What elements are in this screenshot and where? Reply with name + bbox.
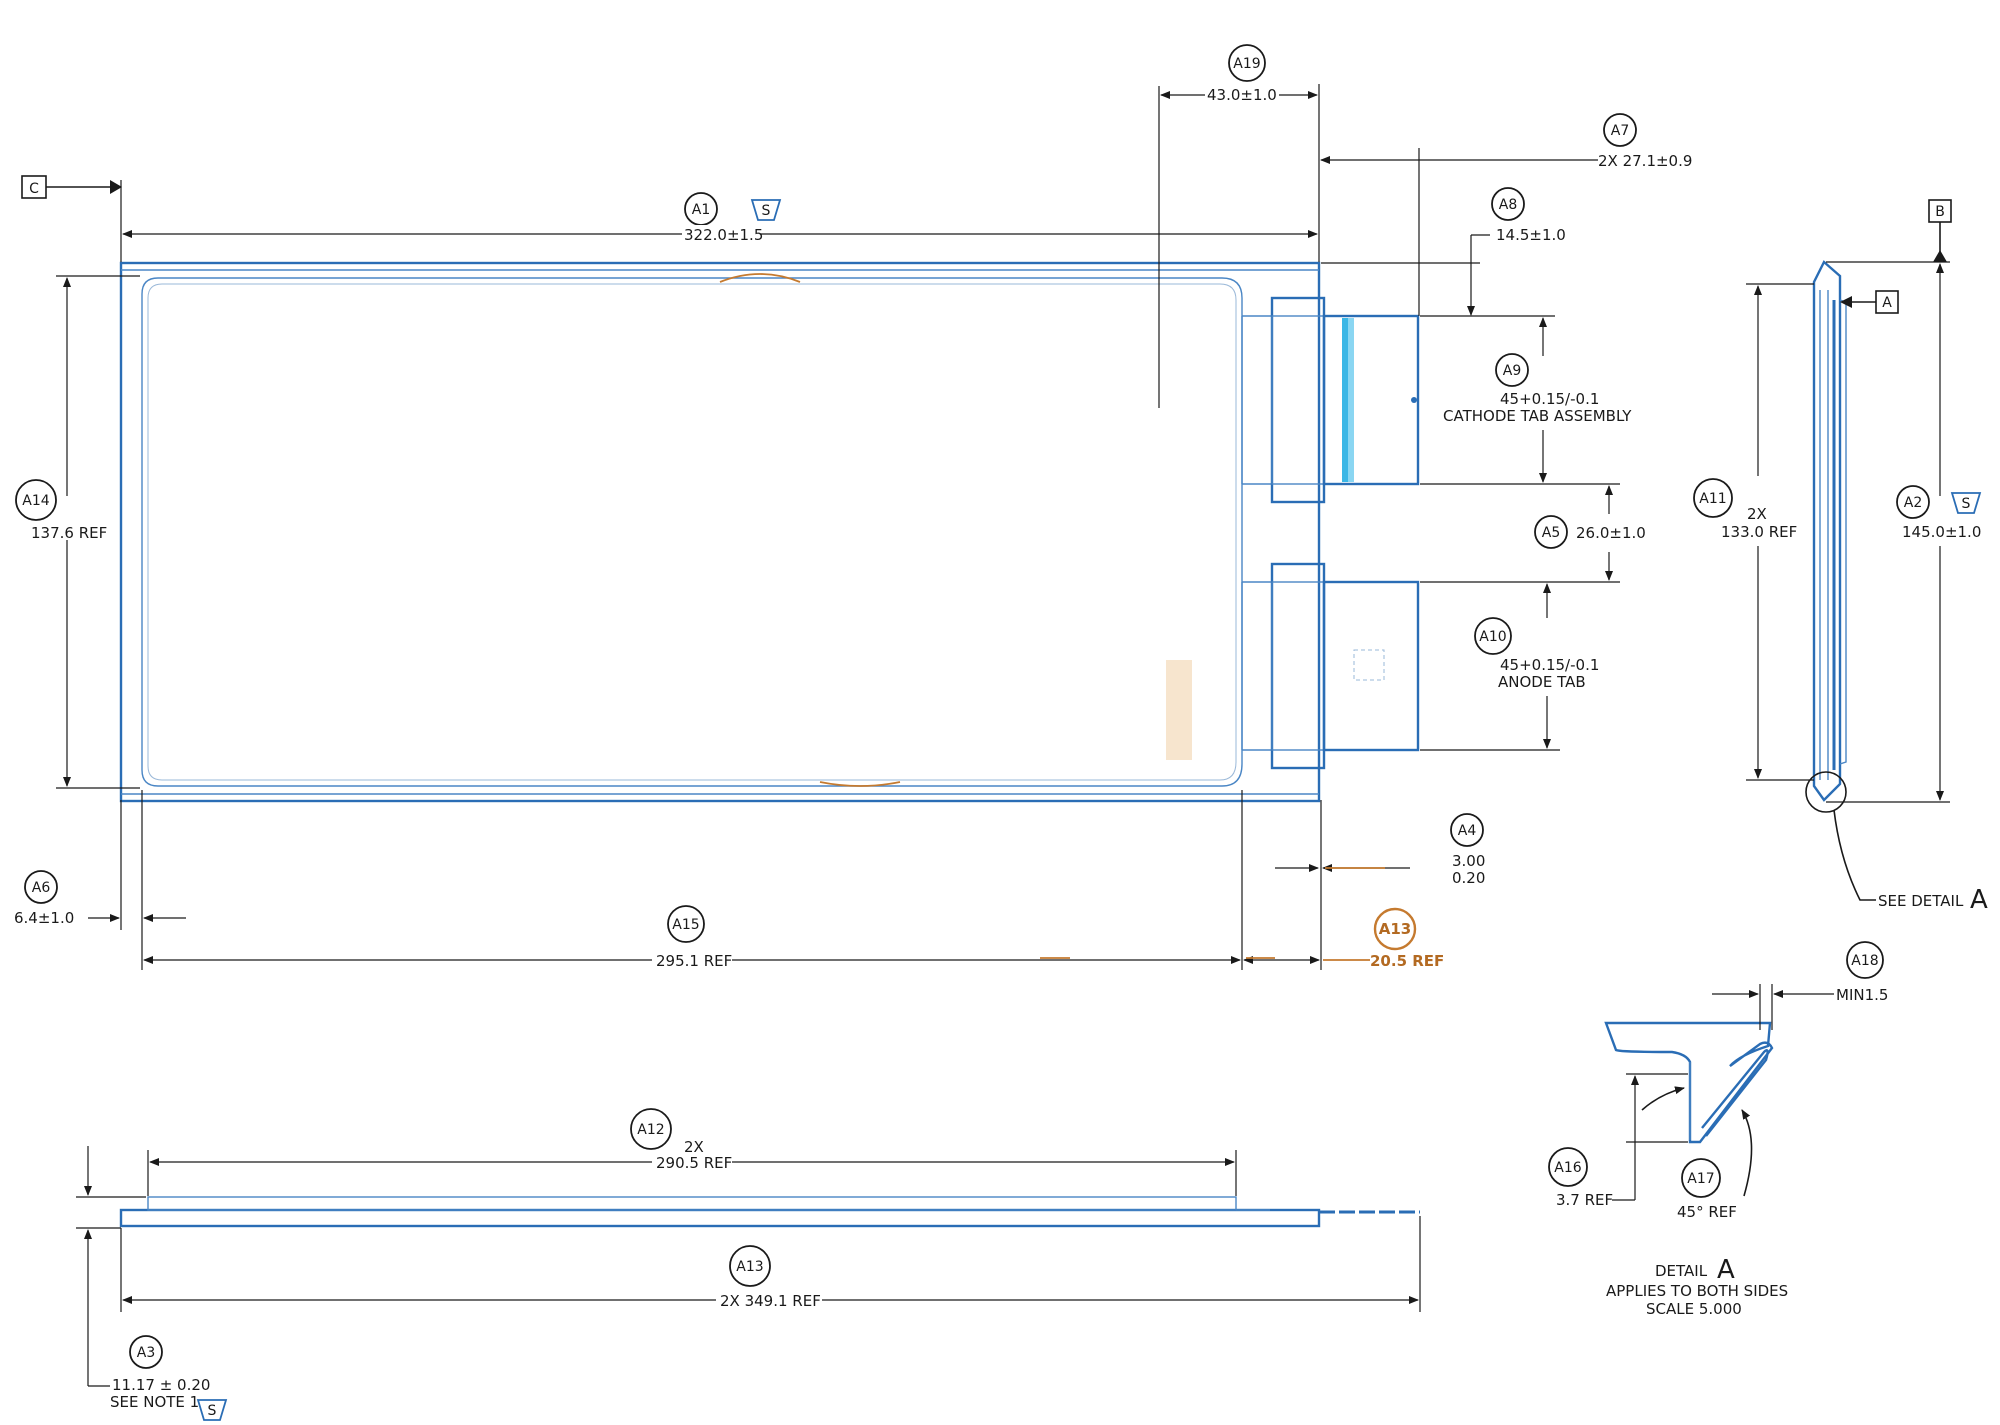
detail-line2: APPLIES TO BOTH SIDES	[1606, 1282, 1788, 1300]
balloon-a5: A5	[1542, 525, 1560, 541]
dim-a9-value: 45+0.15/-0.1	[1500, 390, 1599, 408]
dim-a13-orange: A13 20.5 REF	[1243, 890, 1444, 970]
dim-a6-value: 6.4±1.0	[14, 909, 74, 927]
dim-a1-value: 322.0±1.5	[684, 226, 763, 244]
dim-a19: A19 43.0±1.0	[1158, 44, 1318, 408]
dim-a5-value: 26.0±1.0	[1576, 524, 1646, 542]
balloon-a10: A10	[1479, 629, 1506, 645]
datum-a: A	[1840, 290, 1899, 314]
dim-a4-bottom: 0.20	[1452, 869, 1485, 887]
datum-a-label: A	[1882, 295, 1892, 311]
dim-a17-value: 45° REF	[1677, 1203, 1737, 1221]
dim-a7-value: 2X 27.1±0.9	[1598, 152, 1692, 170]
dim-a12-value: 290.5 REF	[656, 1154, 732, 1172]
dim-a16: A16 3.7 REF	[1548, 1073, 1688, 1209]
dim-a17: A17 45° REF	[1677, 1109, 1753, 1221]
dim-a12-count: 2X	[684, 1138, 704, 1156]
balloon-a9: A9	[1503, 363, 1521, 379]
dim-a8: A8 14.5±1.0	[1321, 187, 1566, 316]
dim-a15-value: 295.1 REF	[656, 952, 732, 970]
pouch-outline	[119, 261, 1321, 803]
dim-a4: A4 3.00 0.20	[1275, 800, 1485, 890]
detail-line3: SCALE 5.000	[1646, 1300, 1742, 1318]
dim-a6: A6 6.4±1.0	[14, 790, 186, 970]
dim-a7: A7 2X 27.1±0.9	[1320, 113, 1692, 316]
dim-a14-value: 137.6 REF	[31, 524, 107, 542]
detail-letter: A	[1717, 1255, 1735, 1285]
balloon-a13-orange: A13	[1379, 920, 1411, 938]
dim-a4-top: 3.00	[1452, 852, 1485, 870]
dim-a11-value: 133.0 REF	[1721, 523, 1797, 541]
dim-a11: A11 2X 133.0 REF	[1693, 283, 1814, 781]
datum-b-label: B	[1935, 204, 1945, 220]
balloon-a19: A19	[1233, 56, 1260, 72]
dim-a10: A10 45+0.15/-0.1 ANODE TAB	[1420, 583, 1599, 751]
balloon-a13-side: A13	[736, 1259, 763, 1275]
see-detail-callout: SEE DETAIL A	[1805, 771, 1988, 915]
balloon-a4: A4	[1458, 823, 1477, 839]
dim-a9-label: CATHODE TAB ASSEMBLY	[1443, 407, 1632, 425]
dim-a9: A9 45+0.15/-0.1 CATHODE TAB ASSEMBLY	[1420, 315, 1632, 485]
see-detail-letter: A	[1970, 885, 1988, 915]
balloon-a18: A18	[1851, 953, 1878, 969]
dim-a14: A14 137.6 REF	[15, 275, 140, 789]
dim-a3-note: SEE NOTE 1	[110, 1393, 199, 1411]
balloon-a11: A11	[1699, 491, 1726, 507]
balloon-a15: A15	[672, 917, 699, 933]
dim-a10-value: 45+0.15/-0.1	[1500, 656, 1599, 674]
dim-a12: A12 2X 290.5 REF	[147, 1108, 1237, 1196]
dim-a13-side-value: 2X 349.1 REF	[720, 1292, 821, 1310]
balloon-a17: A17	[1687, 1171, 1714, 1187]
balloon-a1: A1	[692, 202, 710, 218]
cell-front-view	[119, 1196, 1420, 1228]
dim-a19-value: 43.0±1.0	[1207, 86, 1277, 104]
s-symbol-a2: S	[1962, 496, 1971, 512]
datum-b: B	[1826, 199, 1952, 263]
balloon-a12: A12	[637, 1122, 664, 1138]
s-symbol-a3: S	[208, 1403, 217, 1419]
dim-a2: A2 S 145.0±1.0	[1826, 263, 1981, 803]
see-detail-text: SEE DETAIL	[1878, 892, 1964, 910]
s-symbol-a1: S	[762, 203, 771, 219]
balloon-a2: A2	[1904, 495, 1922, 511]
dim-a2-value: 145.0±1.0	[1902, 523, 1981, 541]
balloon-a3: A3	[137, 1345, 155, 1361]
dim-a3-value: 11.17 ± 0.20	[112, 1376, 210, 1394]
balloon-a8: A8	[1499, 197, 1517, 213]
anode-tab	[1270, 562, 1420, 770]
dim-a1: A1 S 322.0±1.5	[122, 84, 1320, 262]
detail-title: DETAIL	[1655, 1262, 1708, 1280]
dim-a11-count: 2X	[1747, 505, 1767, 523]
cell-side-view	[1812, 260, 1847, 802]
dim-a13-orange-value: 20.5 REF	[1370, 952, 1444, 970]
dim-a5: A5 26.0±1.0	[1420, 485, 1646, 583]
inner-cell-body	[141, 277, 1243, 787]
cell-top-view	[119, 261, 1420, 803]
detail-a-caption: DETAIL A APPLIES TO BOTH SIDES SCALE 5.0…	[1606, 1255, 1788, 1318]
dim-a18: A18 MIN1.5	[1712, 941, 1888, 1030]
dim-a13-side: A13 2X 349.1 REF	[120, 1216, 1421, 1312]
balloon-a6: A6	[32, 880, 51, 896]
dim-a10-label: ANODE TAB	[1498, 673, 1586, 691]
balloon-a7: A7	[1611, 123, 1629, 139]
balloon-a16: A16	[1554, 1160, 1581, 1176]
dim-a15: A15 295.1 REF	[143, 790, 1243, 970]
cathode-tab	[1270, 296, 1420, 504]
dim-a8-value: 14.5±1.0	[1496, 226, 1566, 244]
dim-a16-value: 3.7 REF	[1556, 1191, 1613, 1209]
datum-c-label: C	[29, 181, 39, 197]
balloon-a14: A14	[22, 493, 49, 509]
dim-a18-value: MIN1.5	[1836, 986, 1888, 1004]
detail-a-view	[1604, 1021, 1774, 1144]
datum-c: C	[21, 175, 122, 262]
dim-a3: A3 11.17 ± 0.20 SEE NOTE 1 S	[76, 1146, 228, 1421]
